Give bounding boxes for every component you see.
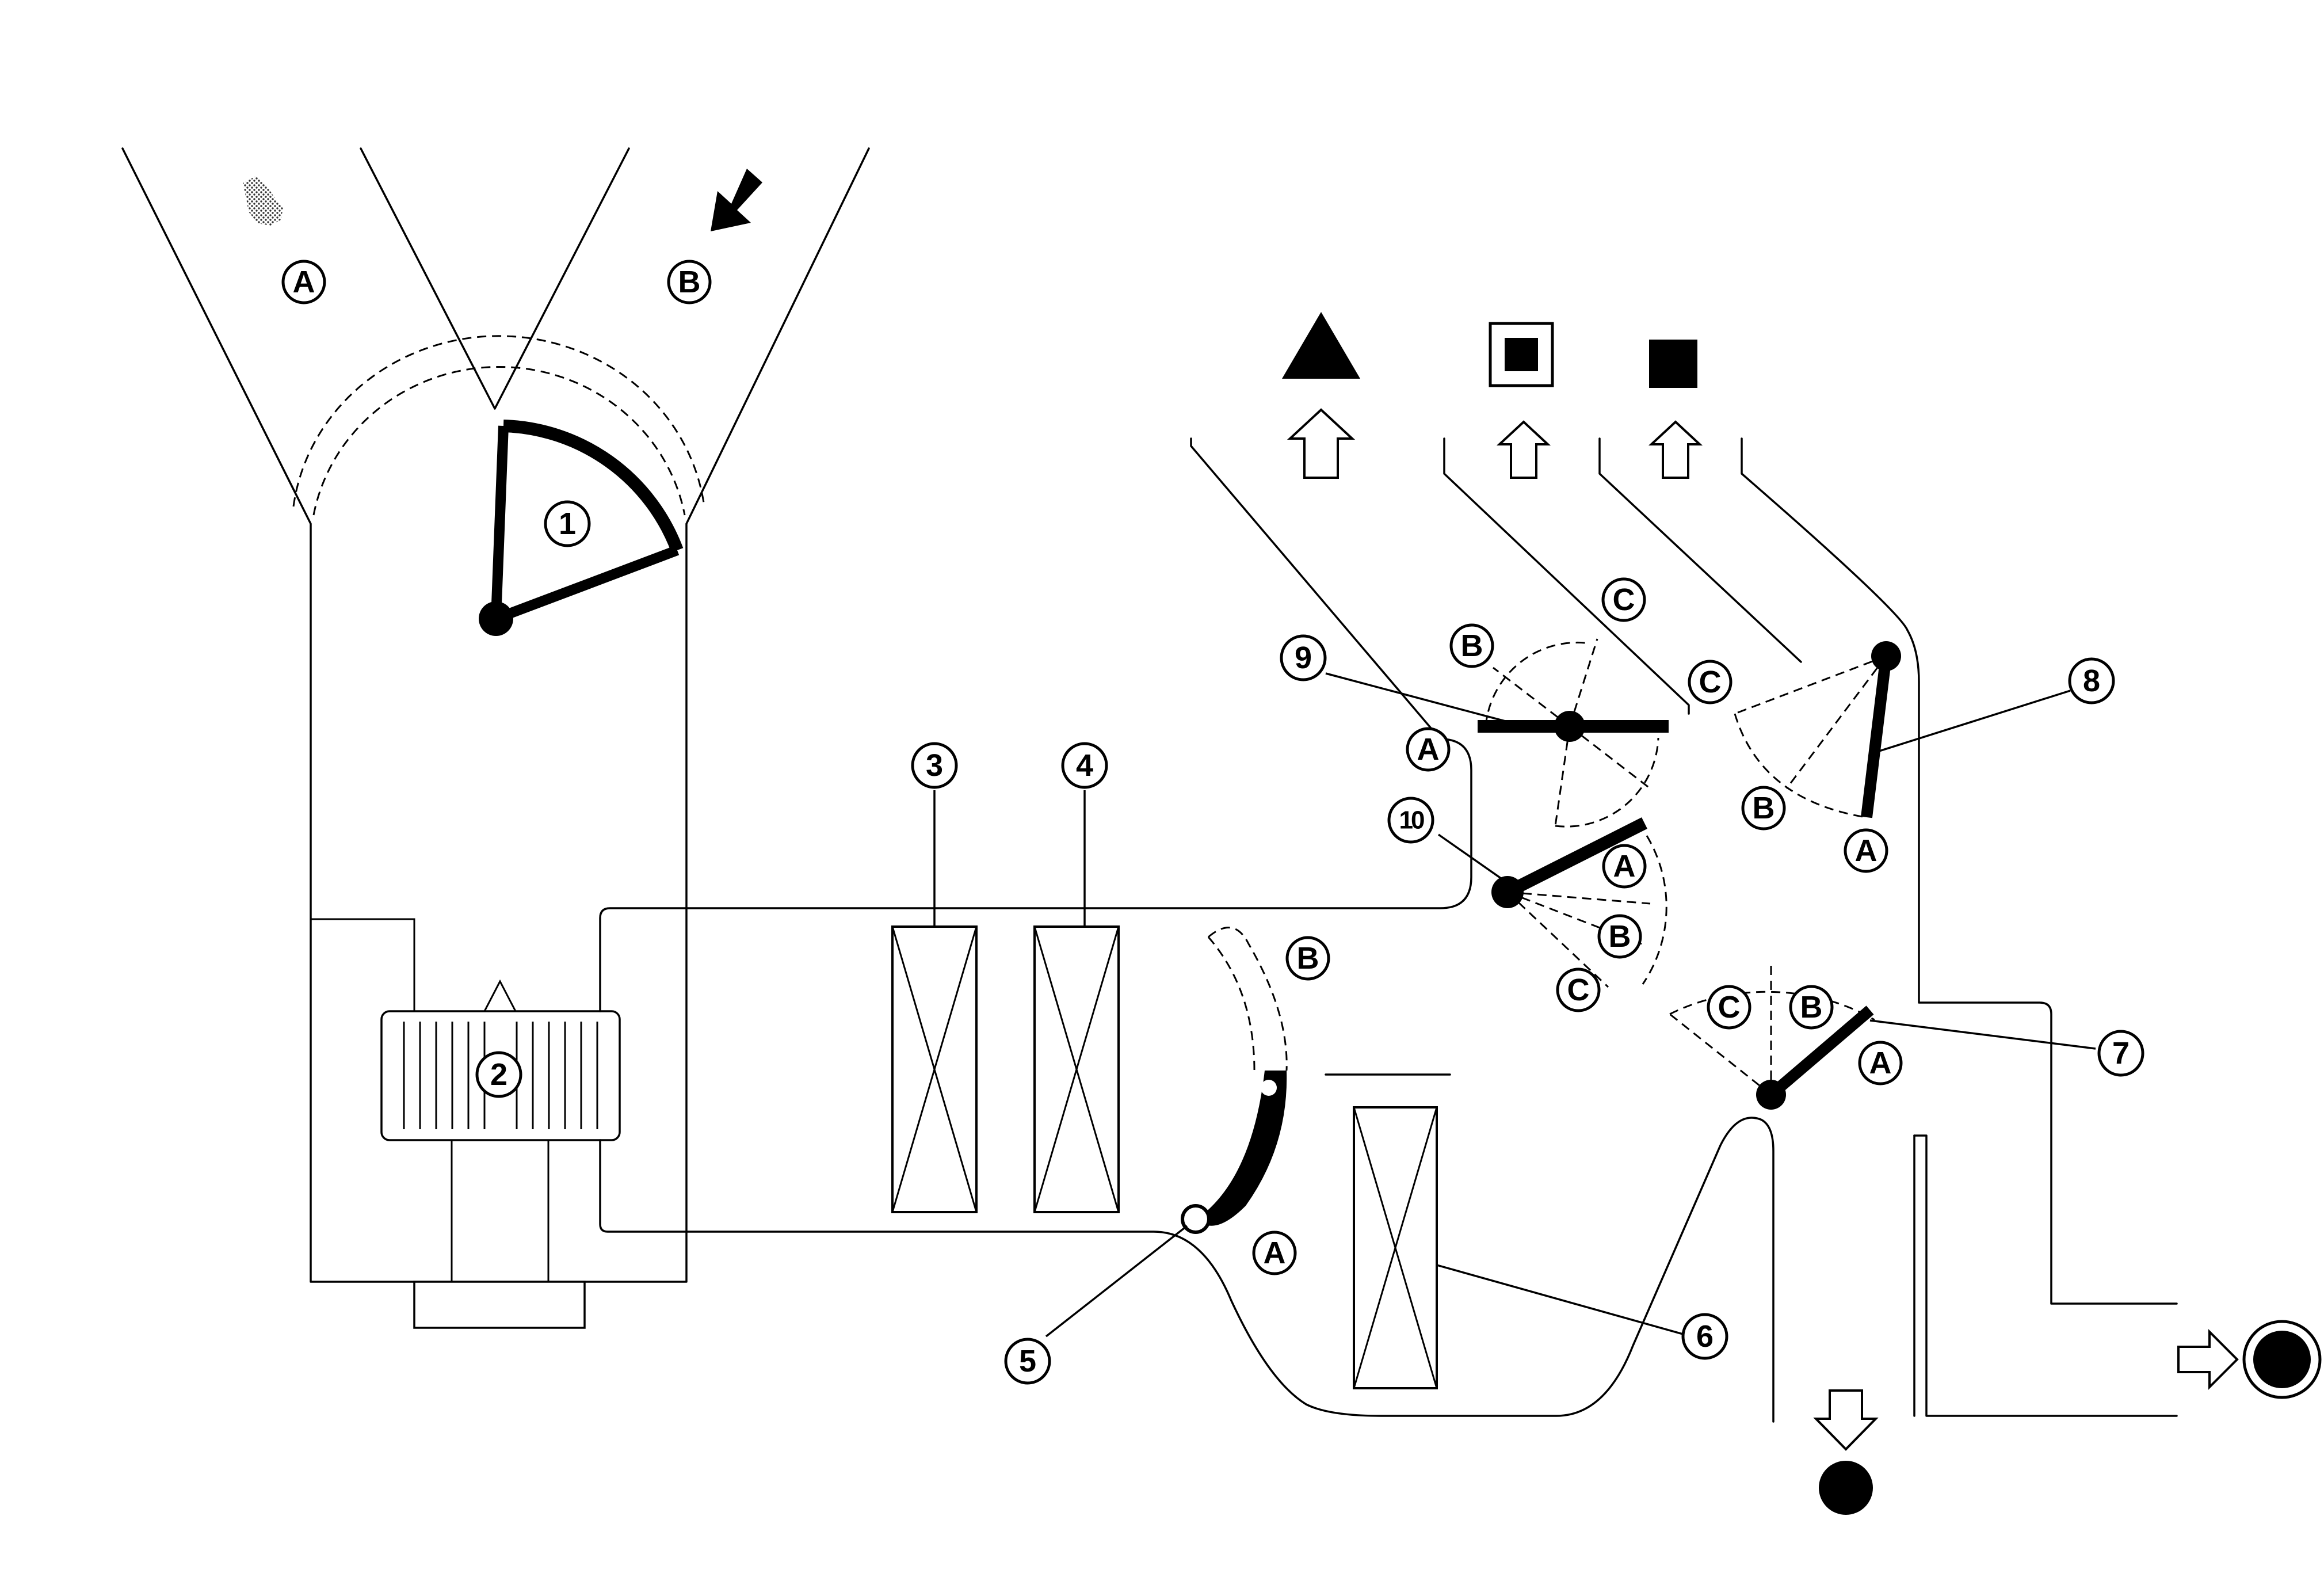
callout-2: 2 [475,1051,522,1098]
heater-core-6 [1353,1106,1438,1389]
core-elements [891,925,1438,1389]
defroster-arrow-icon [1287,408,1356,479]
recirc-air-label: B [667,260,712,304]
rear-outlet-arrow-icon [2177,1329,2239,1390]
door7-pos-c: C [1707,985,1751,1030]
svg-text:A: A [1417,732,1440,767]
svg-text:C: C [1613,582,1635,617]
square-icon [1649,340,1697,388]
svg-text:C: C [1699,665,1722,699]
svg-text:C: C [1718,990,1741,1024]
callout-9: 9 [1280,634,1327,681]
ringed-circle-icon [2242,1320,2322,1399]
recirculated-air-arrow-icon [711,169,762,231]
door10-pos-b: B [1597,914,1642,959]
evaporator-core-3 [891,925,978,1213]
svg-text:A: A [1264,1236,1286,1270]
outlets [1282,312,2322,1515]
svg-text:B: B [678,265,701,299]
leader-lines [933,672,2096,1338]
side-vent-arrow-icon [1496,420,1551,479]
door10-pos-a: A [1602,844,1647,889]
door9-pos-c-upper: C [1601,577,1646,622]
callout-4: 4 [1061,742,1108,789]
door9-pos-c-lower: C [1688,660,1732,704]
core-4 [1033,925,1120,1213]
door-8 [1734,641,1901,818]
air-mix-door [1181,927,1288,1234]
circle-icon [1819,1461,1873,1515]
svg-text:8: 8 [2083,664,2100,698]
svg-text:10: 10 [1399,806,1424,835]
svg-text:B: B [1800,990,1823,1024]
svg-text:A: A [1855,833,1877,868]
callout-10: 10 [1387,797,1434,844]
callout-7: 7 [2097,1030,2144,1077]
svg-text:A: A [293,265,315,299]
door8-pos-b: B [1741,786,1786,831]
svg-text:A: A [1613,849,1636,883]
framed-square-icon [1489,322,1554,387]
svg-text:B: B [1609,919,1631,954]
door-7 [1669,960,1875,1110]
main-duct [599,437,2178,1423]
svg-text:4: 4 [1076,748,1093,783]
svg-text:C: C [1567,973,1590,1007]
door9-pos-a: A [1406,727,1451,772]
triangle-icon [1282,312,1360,379]
callout-1: 1 [544,500,591,547]
callout-5: 5 [1004,1338,1051,1385]
foot-outlet-arrow-icon [1813,1389,1879,1451]
svg-text:2: 2 [490,1057,507,1092]
svg-text:5: 5 [1019,1344,1036,1378]
svg-text:B: B [1753,791,1775,825]
blower-fins [403,1022,598,1129]
svg-text:B: B [1297,941,1319,976]
door8-pos-a: A [1844,828,1888,873]
svg-text:7: 7 [2112,1036,2130,1071]
svg-text:B: B [1461,628,1483,663]
door-9 [1478,638,1669,828]
door7-pos-a: A [1858,1041,1903,1085]
center-vent-arrow-icon [1648,420,1703,479]
callout-6: 6 [1681,1313,1728,1360]
door7-pos-b: B [1789,985,1834,1030]
door5-pos-b: B [1285,936,1330,981]
svg-text:1: 1 [559,506,576,541]
callout-8: 8 [2068,657,2115,704]
svg-text:6: 6 [1696,1319,1714,1354]
fresh-air-icon [243,176,283,226]
svg-text:9: 9 [1295,641,1312,675]
door-10 [1491,817,1667,988]
callout-3: 3 [911,742,958,789]
door10-pos-c: C [1556,967,1601,1012]
door5-pos-a: A [1252,1231,1297,1275]
fresh-air-label: A [281,260,326,304]
svg-text:3: 3 [926,748,943,783]
blower-unit [311,918,621,1329]
intake-door [479,420,684,636]
svg-text:A: A [1869,1046,1892,1080]
door9-pos-b: B [1449,623,1494,668]
